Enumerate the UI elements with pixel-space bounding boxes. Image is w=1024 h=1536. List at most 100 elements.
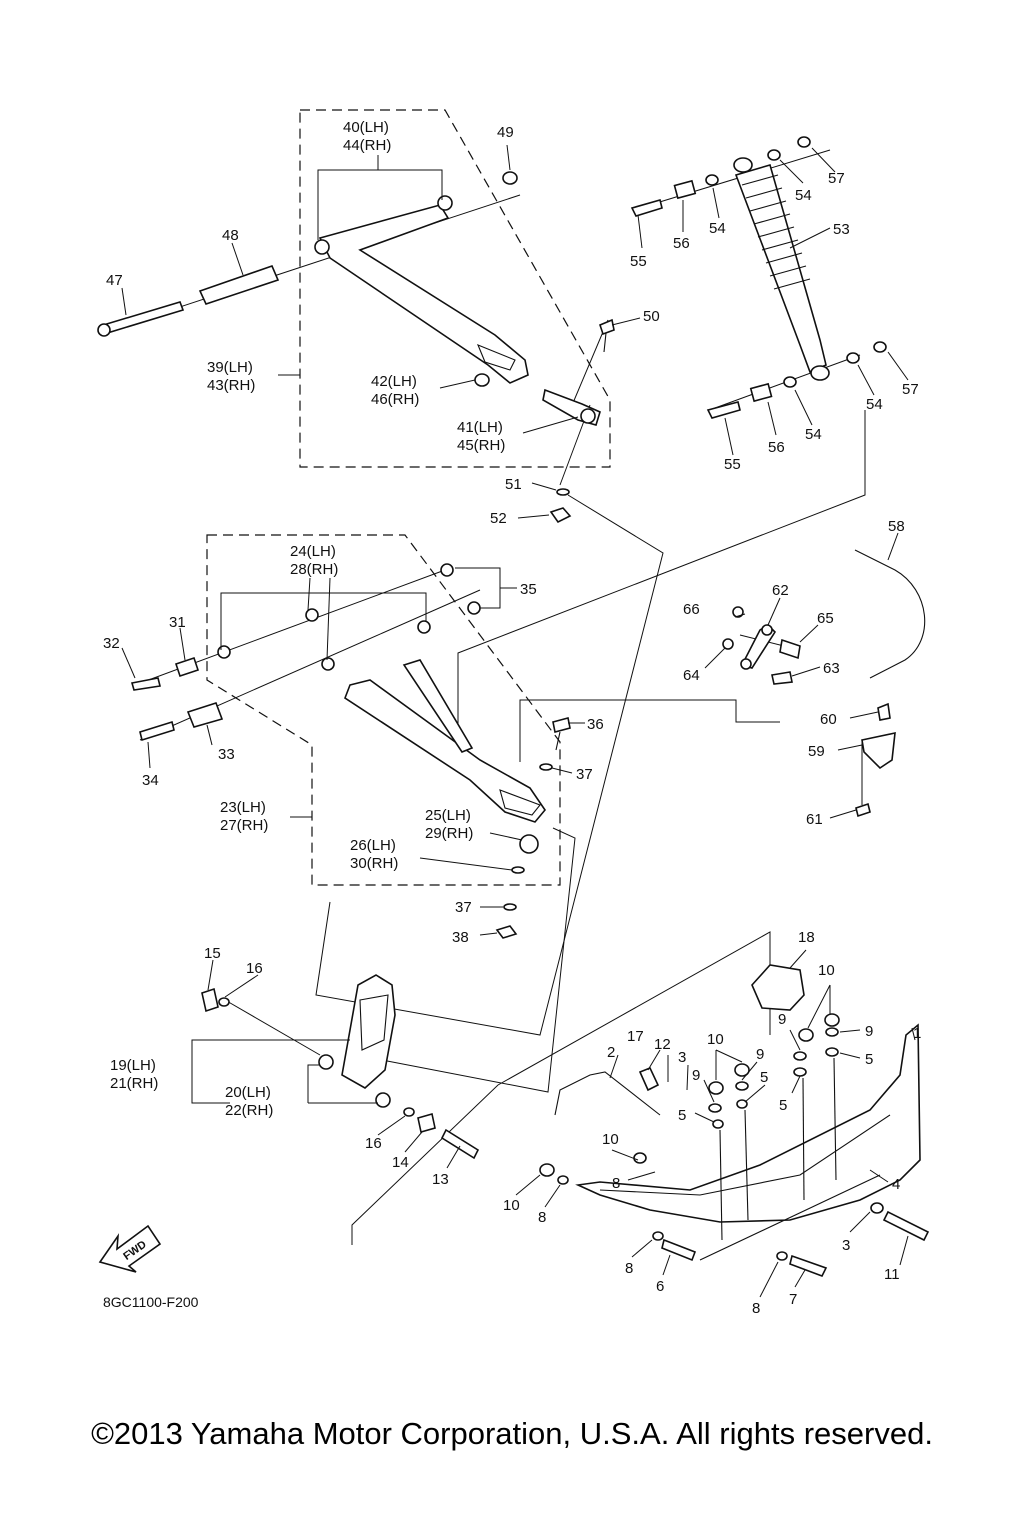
callout-38: 38 bbox=[452, 929, 469, 946]
callout-42-lh: 42(LH) bbox=[371, 373, 417, 390]
callout-55-bottom: 55 bbox=[724, 456, 741, 473]
callout-47: 47 bbox=[106, 272, 123, 289]
callout-13: 13 bbox=[432, 1171, 449, 1188]
callout-65: 65 bbox=[817, 610, 834, 627]
callout-1: 1 bbox=[913, 1025, 921, 1042]
callout-5-top-right: 5 bbox=[865, 1051, 873, 1068]
callout-37-lower: 37 bbox=[455, 899, 472, 916]
shock-spring-53 bbox=[734, 164, 827, 374]
callout-43-rh: 43(RH) bbox=[207, 377, 255, 394]
upper-a-arm bbox=[318, 204, 529, 384]
spindle-assembly bbox=[201, 974, 480, 1160]
callout-50: 50 bbox=[643, 308, 660, 325]
spindle-19 bbox=[341, 974, 396, 1089]
bracket-59 bbox=[861, 731, 896, 770]
bolt-13 bbox=[440, 1128, 480, 1160]
callout-19-lh: 19(LH) bbox=[110, 1057, 156, 1074]
callout-41-lh: 41(LH) bbox=[457, 419, 503, 436]
callout-10-bottom: 10 bbox=[503, 1197, 520, 1214]
upper-bolt-47 bbox=[98, 301, 185, 335]
shock-absorber-assembly bbox=[630, 136, 887, 419]
assembly-lines bbox=[109, 149, 866, 1245]
callout-28-rh: 28(RH) bbox=[290, 561, 338, 578]
collar-48 bbox=[198, 264, 280, 305]
callout-16-lower: 16 bbox=[365, 1135, 382, 1152]
callout-44-rh: 44(RH) bbox=[343, 137, 391, 154]
ski-assembly bbox=[539, 964, 930, 1278]
callout-11: 11 bbox=[884, 1266, 900, 1283]
callout-26-lh: 26(LH) bbox=[350, 837, 396, 854]
ski-1 bbox=[575, 1023, 921, 1223]
callout-5-mid: 5 bbox=[760, 1069, 768, 1086]
callout-59: 59 bbox=[808, 743, 825, 760]
callout-32: 32 bbox=[103, 635, 120, 652]
callout-27-rh: 27(RH) bbox=[220, 817, 268, 834]
callout-7: 7 bbox=[789, 1291, 797, 1308]
runner-4 bbox=[699, 1174, 881, 1261]
callout-57-bottom: 57 bbox=[902, 381, 919, 398]
callout-31: 31 bbox=[169, 614, 186, 631]
callout-9-mid: 9 bbox=[756, 1046, 764, 1063]
callout-5-lower: 5 bbox=[779, 1097, 787, 1114]
callout-15: 15 bbox=[204, 945, 221, 962]
callout-3-lower: 3 bbox=[842, 1237, 850, 1254]
callout-56-bottom: 56 bbox=[768, 439, 785, 456]
callout-57-top: 57 bbox=[828, 170, 845, 187]
callout-48: 48 bbox=[222, 227, 239, 244]
callout-17: 17 bbox=[627, 1028, 644, 1045]
callout-51: 51 bbox=[505, 476, 522, 493]
callout-6: 6 bbox=[656, 1278, 664, 1295]
callout-23-lh: 23(LH) bbox=[220, 799, 266, 816]
callout-49: 49 bbox=[497, 124, 514, 141]
callout-22-rh: 22(RH) bbox=[225, 1102, 273, 1119]
diagram-code: 8GC1100-F200 bbox=[103, 1294, 199, 1310]
collar-31 bbox=[174, 656, 200, 678]
callout-54-bottom-left: 54 bbox=[805, 426, 822, 443]
callout-4: 4 bbox=[892, 1176, 900, 1193]
callout-46-rh: 46(RH) bbox=[371, 391, 419, 408]
callout-52: 52 bbox=[490, 510, 507, 527]
callout-9-top-right: 9 bbox=[865, 1023, 873, 1040]
callout-labels: 40(LH) 44(RH) 49 48 47 39(LH) 43(RH) 42(… bbox=[103, 119, 921, 1317]
callout-53: 53 bbox=[833, 221, 850, 238]
callout-35: 35 bbox=[520, 581, 537, 598]
callout-33: 33 bbox=[218, 746, 235, 763]
callout-10-top: 10 bbox=[818, 962, 835, 979]
callout-8-bottom-left: 8 bbox=[625, 1260, 633, 1277]
callout-66: 66 bbox=[683, 601, 700, 618]
callout-37-upper: 37 bbox=[576, 766, 593, 783]
callout-30-rh: 30(RH) bbox=[350, 855, 398, 872]
callout-60: 60 bbox=[820, 711, 837, 728]
callout-39-lh: 39(LH) bbox=[207, 359, 253, 376]
lower-a-arm bbox=[344, 679, 547, 823]
callout-leaders bbox=[121, 144, 916, 1298]
callout-3-upper: 3 bbox=[678, 1049, 686, 1066]
bolt-50 bbox=[599, 318, 615, 336]
callout-25-lh: 25(LH) bbox=[425, 807, 471, 824]
callout-63: 63 bbox=[823, 660, 840, 677]
callout-64: 64 bbox=[683, 667, 700, 684]
callout-2: 2 bbox=[607, 1044, 615, 1061]
group-boxes bbox=[206, 109, 611, 886]
callout-29-rh: 29(RH) bbox=[425, 825, 473, 842]
upper-a-arm-assembly bbox=[97, 171, 615, 524]
callout-21-rh: 21(RH) bbox=[110, 1075, 158, 1092]
cable-58 bbox=[854, 549, 926, 679]
callout-9-top-left: 9 bbox=[778, 1011, 786, 1028]
callout-8-mid: 8 bbox=[612, 1175, 620, 1192]
collar-33 bbox=[186, 702, 224, 728]
callout-5-left: 5 bbox=[678, 1107, 686, 1124]
callout-18: 18 bbox=[798, 929, 815, 946]
callout-16-upper: 16 bbox=[246, 960, 263, 977]
callout-54-top-right: 54 bbox=[795, 187, 812, 204]
callout-14: 14 bbox=[392, 1154, 409, 1171]
callout-8-left: 8 bbox=[538, 1209, 546, 1226]
callout-56-top: 56 bbox=[673, 235, 690, 252]
lower-a-arm-assembly bbox=[130, 563, 571, 939]
callout-61: 61 bbox=[806, 811, 823, 828]
steering-link-assembly bbox=[722, 549, 926, 818]
callout-12: 12 bbox=[654, 1036, 671, 1053]
callout-10-lower: 10 bbox=[602, 1131, 619, 1148]
callout-10-mid: 10 bbox=[707, 1031, 724, 1048]
